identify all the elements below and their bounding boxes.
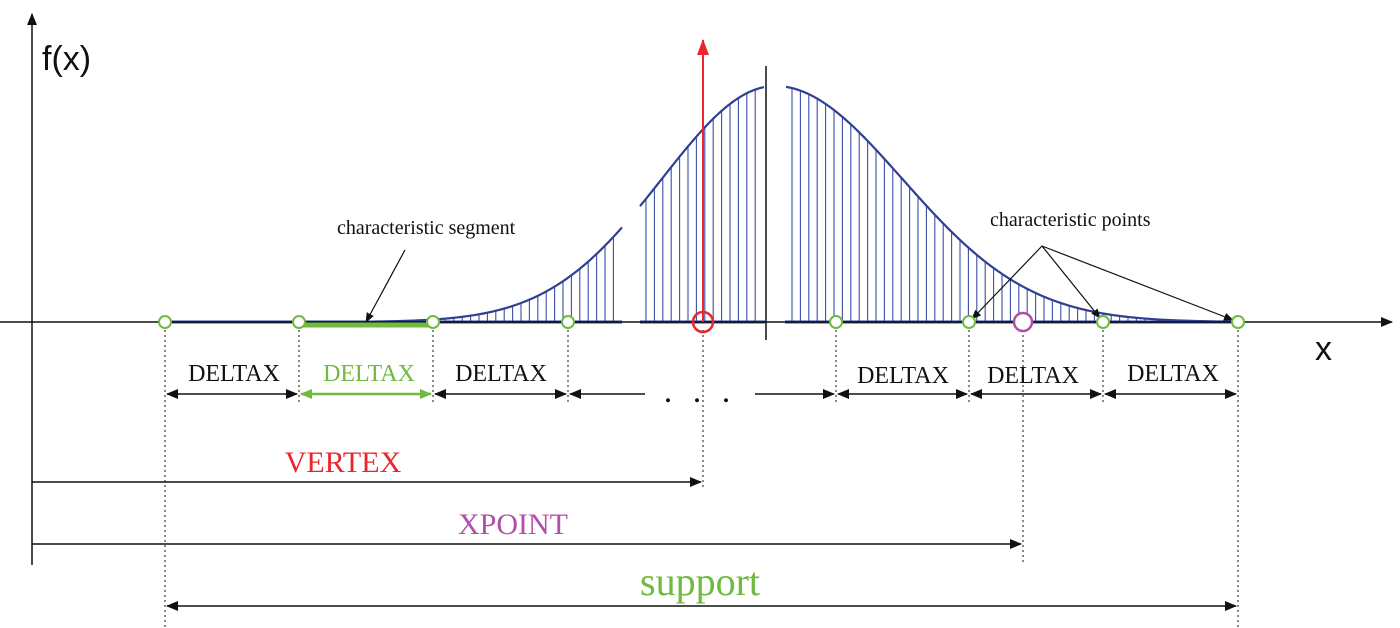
y-axis-label: f(x) [42,40,91,78]
deltax-label-5: DELTAX [987,363,1079,389]
x-axis-label: x [1315,330,1332,368]
points-leader-line-2 [1041,245,1101,319]
deltax-label-4: DELTAX [857,363,949,389]
vertex-label: VERTEX [285,446,402,479]
red-circle-marker-icon [691,310,715,334]
deltax-label-2: DELTAX [323,361,415,387]
characteristic-points-label: characteristic points [990,209,1151,231]
ellipsis-label: . . . [664,373,737,410]
reference-lines [31,330,1239,628]
area-hatching [444,88,1146,322]
support-label: support [640,559,760,604]
characteristic-segment-label: characteristic segment [337,217,516,239]
deltax-label-6: DELTAX [1127,361,1219,387]
segment-leader-line [365,249,406,323]
deltax-label-1: DELTAX [188,361,280,387]
points-leader-line-3 [1041,245,1234,321]
green-circle-marker-icon [158,315,1245,329]
xpoint-label: XPOINT [458,508,568,541]
points-leader-line-1 [971,245,1043,320]
magenta-circle-marker-icon [1012,311,1034,333]
curve-left-branch [300,226,623,324]
deltax-label-3: DELTAX [455,361,547,387]
curve-right-branch [785,85,1239,323]
